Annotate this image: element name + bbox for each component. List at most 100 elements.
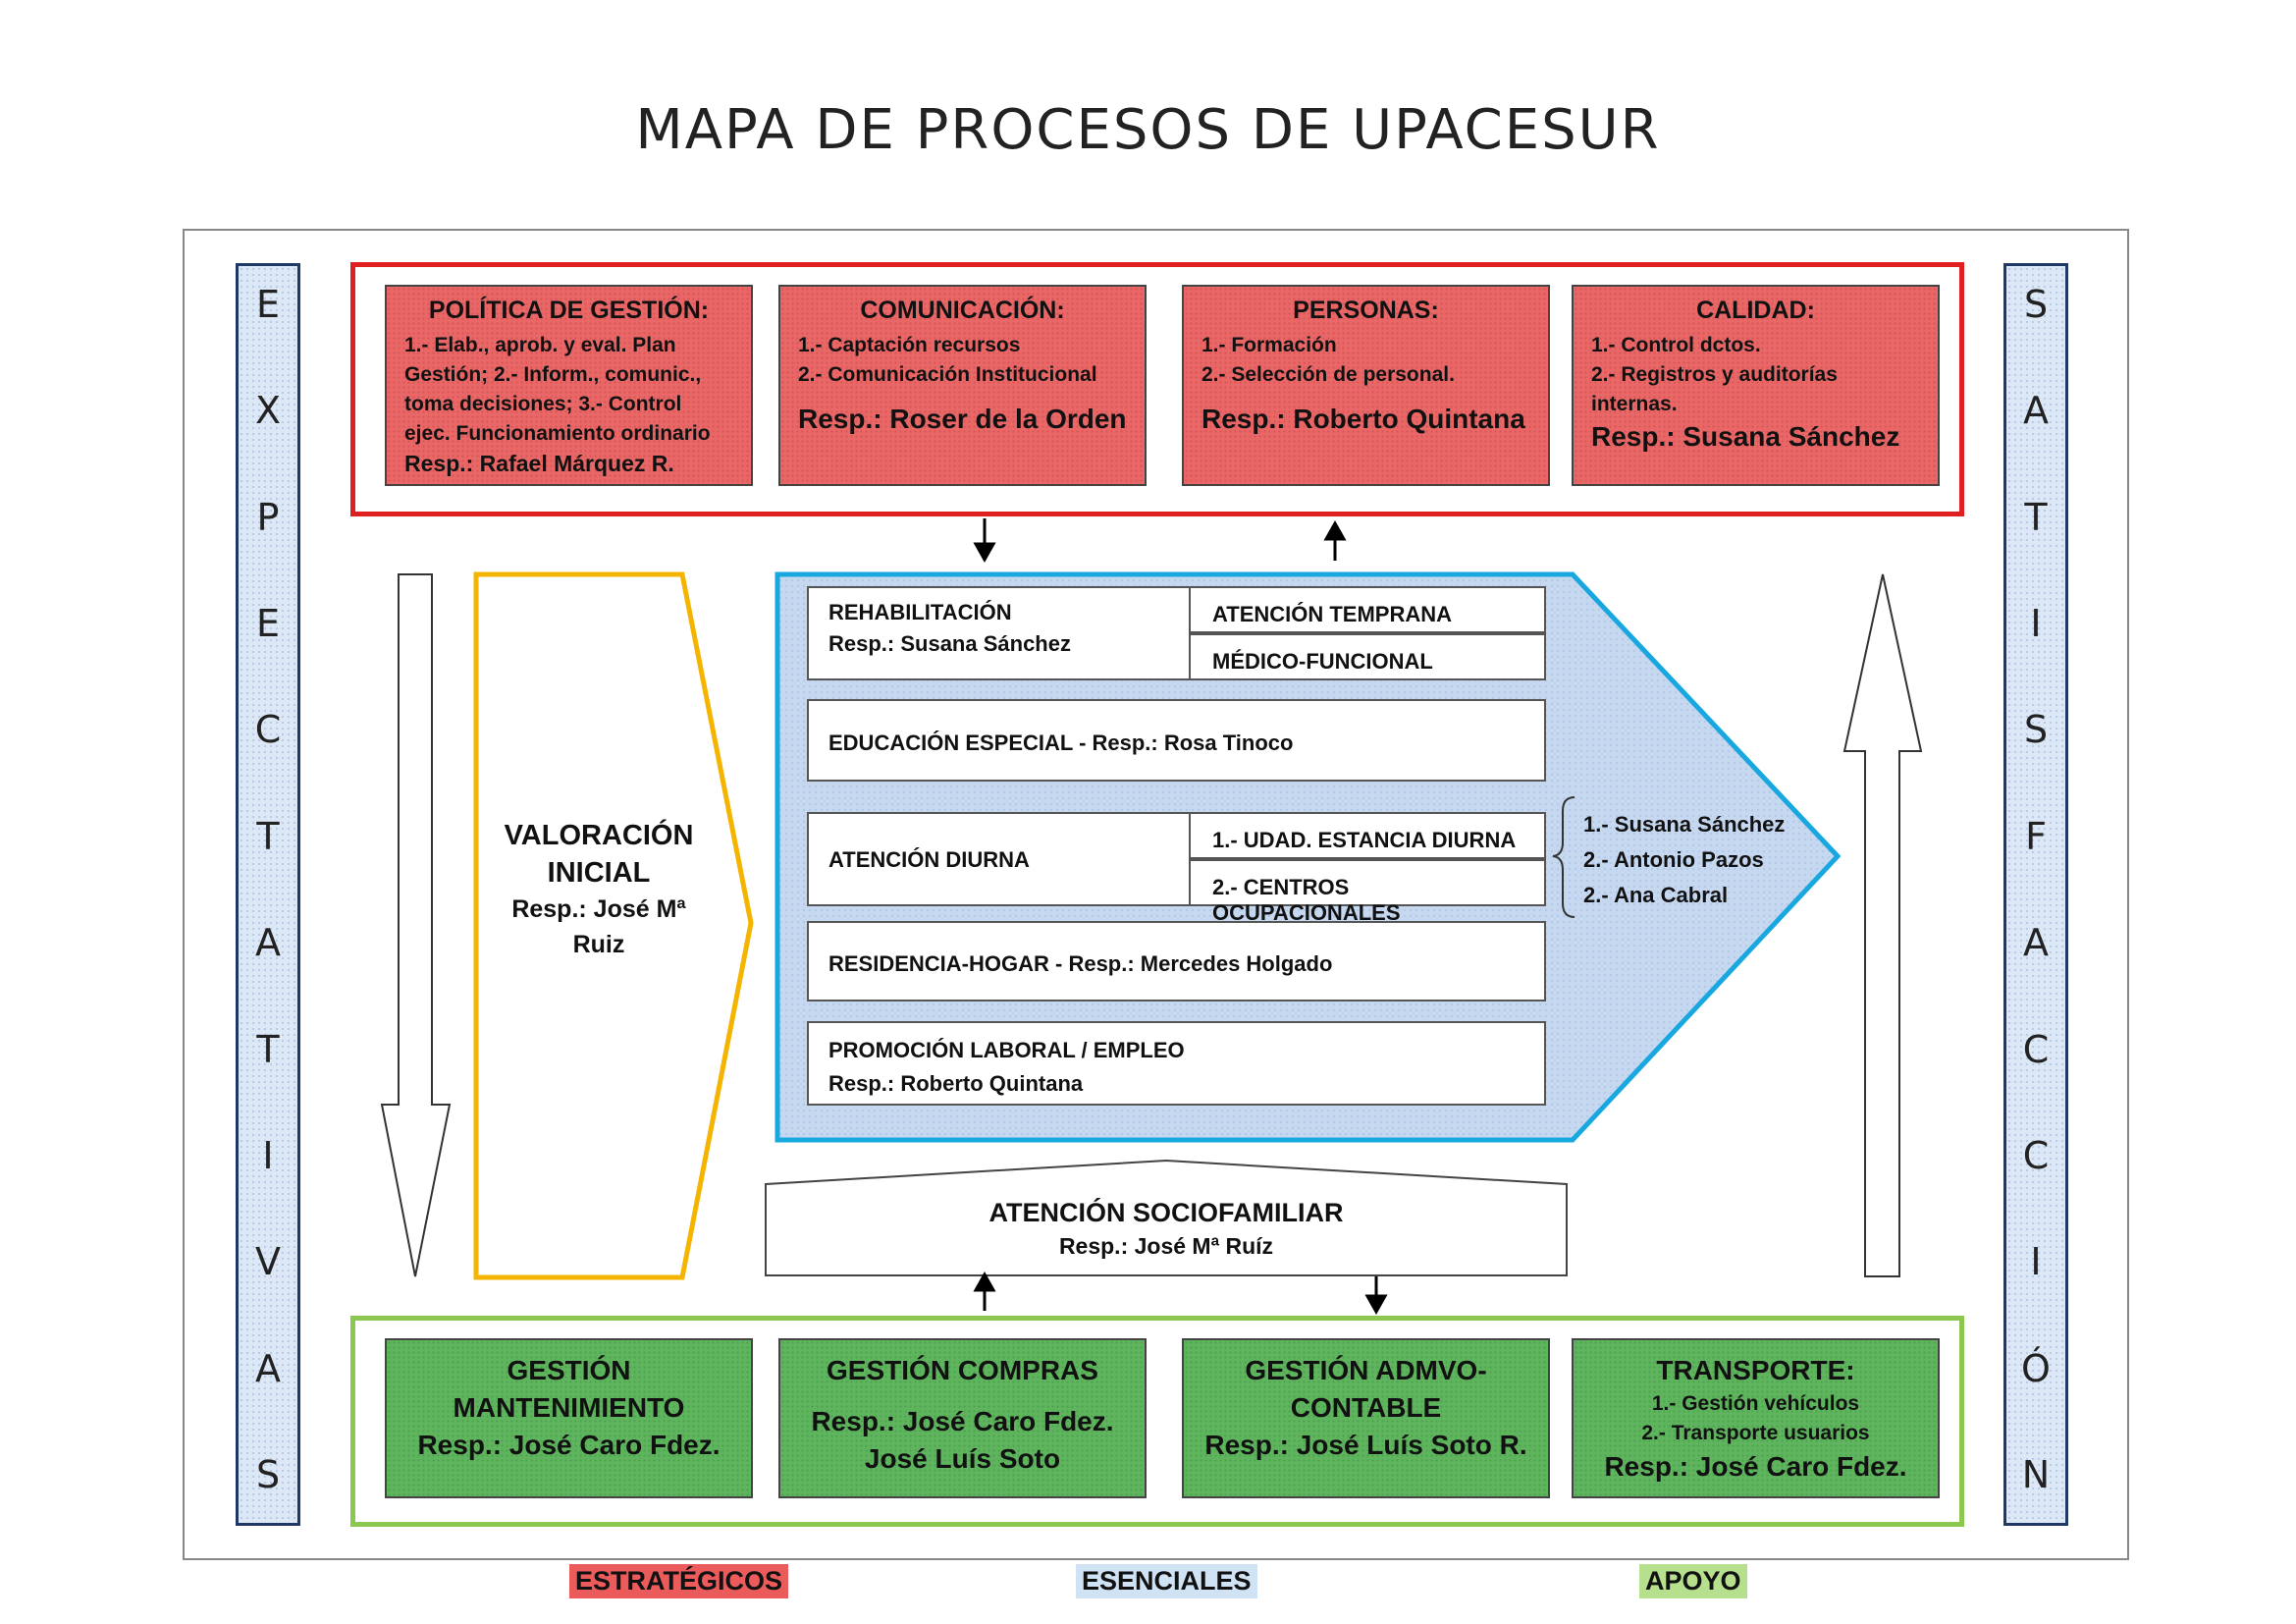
- up-arrow-right: [1842, 573, 1923, 1277]
- bar-letter: V: [255, 1240, 281, 1284]
- support-group: [350, 1316, 1964, 1527]
- card-politica-gestion: POLÍTICA DE GESTIÓN: 1.- Elab., aprob. y…: [385, 285, 753, 486]
- card-calidad: CALIDAD: 1.- Control dctos. 2.- Registro…: [1572, 285, 1940, 486]
- card-line: 2.- Transporte usuarios: [1641, 1422, 1870, 1444]
- card-personas: PERSONAS: 1.- Formación 2.- Selección de…: [1182, 285, 1550, 486]
- sociofamiliar-title: ATENCIÓN SOCIOFAMILIAR: [988, 1198, 1344, 1227]
- card-line: 1.- Captación recursos: [798, 334, 1021, 356]
- bar-letter: A: [255, 1346, 281, 1390]
- sociofamiliar-resp: Resp.: José Mª Ruíz: [1058, 1233, 1274, 1259]
- bar-letter: P: [256, 495, 280, 539]
- card-title: MANTENIMIENTO: [453, 1392, 685, 1423]
- rehab-resp: Resp.: Susana Sánchez: [828, 631, 1071, 656]
- legend-support: APOYO: [1639, 1564, 1747, 1598]
- sub-medico-funcional: MÉDICO-FUNCIONAL: [1189, 633, 1546, 680]
- bar-letter: A: [2023, 921, 2049, 965]
- connector-arrows: [973, 518, 1388, 1316]
- sub-atencion-temprana: ATENCIÓN TEMPRANA: [1189, 586, 1546, 633]
- valoracion-title: INICIAL: [547, 857, 651, 889]
- card-resp: José Luís Soto: [864, 1443, 1061, 1474]
- card-title: POLÍTICA DE GESTIÓN:: [428, 297, 710, 324]
- promocion-laboral-box: PROMOCIÓN LABORAL / EMPLEO Resp.: Robert…: [807, 1021, 1546, 1106]
- valoracion-resp: Resp.: José Mª: [511, 895, 686, 923]
- card-line: ejec. Funcionamiento ordinario: [404, 422, 711, 445]
- card-gestion-mantenimiento: GESTIÓN MANTENIMIENTO Resp.: José Caro F…: [385, 1338, 753, 1498]
- responsable-item: 1.- Susana Sánchez: [1583, 812, 1786, 837]
- card-resp: Resp.: Rafael Márquez R.: [404, 451, 674, 476]
- card-line: 2.- Registros y auditorías: [1591, 363, 1838, 386]
- card-title: GESTIÓN: [507, 1355, 631, 1385]
- card-resp: Resp.: José Caro Fdez.: [811, 1406, 1114, 1436]
- bar-letter: I: [2030, 1240, 2042, 1284]
- bar-letter: C: [2022, 1027, 2050, 1071]
- card-line: 1.- Gestión vehículos: [1651, 1392, 1860, 1415]
- expectativas-bar: E X P E C T A T I V A S: [236, 263, 300, 1526]
- bar-letter: S: [2023, 708, 2049, 752]
- bar-letter: A: [2023, 389, 2049, 433]
- card-line: 1.- Control dctos.: [1591, 334, 1761, 356]
- card-transporte: TRANSPORTE: 1.- Gestión vehículos 2.- Tr…: [1572, 1338, 1940, 1498]
- card-resp: Resp.: José Luís Soto R.: [1204, 1430, 1527, 1460]
- bar-letter: C: [2022, 1133, 2050, 1177]
- bar-letter: E: [255, 602, 280, 646]
- diurna-responsables: 1.- Susana Sánchez 2.- Antonio Pazos 2.-…: [1583, 807, 1785, 913]
- valoracion-resp: Ruiz: [572, 931, 625, 958]
- bar-letter: E: [255, 283, 280, 326]
- sociofamiliar-shape: [765, 1159, 1568, 1276]
- sociofamiliar-label: ATENCIÓN SOCIOFAMILIAR Resp.: José Mª Ru…: [766, 1195, 1567, 1262]
- card-title: GESTIÓN ADMVO-: [1245, 1355, 1487, 1385]
- residencia-hogar-box: RESIDENCIA-HOGAR - Resp.: Mercedes Holga…: [807, 921, 1546, 1001]
- diagram-frame: [183, 229, 2129, 1560]
- valoracion-title: VALORACIÓN: [504, 820, 694, 851]
- atencion-diurna-box: ATENCIÓN DIURNA 1.- UDAD. ESTANCIA DIURN…: [807, 812, 1546, 925]
- brace: [1552, 796, 1575, 918]
- promocion-title: PROMOCIÓN LABORAL / EMPLEO: [828, 1038, 1185, 1062]
- card-line: 1.- Formación: [1201, 334, 1337, 356]
- card-resp: Resp.: José Caro Fdez.: [1604, 1451, 1907, 1482]
- card-title: CONTABLE: [1290, 1392, 1442, 1423]
- bar-letter: C: [254, 708, 282, 752]
- bar-letter: S: [2023, 283, 2049, 326]
- card-title: TRANSPORTE:: [1656, 1355, 1855, 1385]
- strategic-group: [350, 262, 1964, 516]
- card-line: toma decisiones; 3.- Control: [404, 393, 682, 415]
- bar-letter: T: [256, 1027, 280, 1071]
- bar-letter: I: [262, 1133, 274, 1177]
- bar-letter: S: [255, 1452, 281, 1496]
- card-gestion-admvo: GESTIÓN ADMVO- CONTABLE Resp.: José Luís…: [1182, 1338, 1550, 1498]
- card-comunicacion: COMUNICACIÓN: 1.- Captación recursos 2.-…: [778, 285, 1147, 486]
- responsable-item: 2.- Antonio Pazos: [1583, 847, 1764, 872]
- diurna-title: ATENCIÓN DIURNA: [828, 847, 1030, 872]
- card-line: 1.- Elab., aprob. y eval. Plan: [404, 334, 676, 356]
- rehabilitacion-box: REHABILITACIÓN Resp.: Susana Sánchez ATE…: [807, 586, 1546, 680]
- bar-letter: X: [254, 389, 282, 433]
- bar-letter: F: [2025, 814, 2047, 858]
- card-title: GESTIÓN COMPRAS: [827, 1355, 1098, 1385]
- valoracion-chevron: [473, 571, 754, 1280]
- card-resp: Resp.: José Caro Fdez.: [417, 1430, 721, 1460]
- page-title: MAPA DE PROCESOS DE UPACESUR: [635, 98, 1661, 162]
- responsable-item: 2.- Ana Cabral: [1583, 883, 1729, 907]
- card-gestion-compras: GESTIÓN COMPRAS Resp.: José Caro Fdez. J…: [778, 1338, 1147, 1498]
- card-resp: Resp.: Roser de la Orden: [798, 404, 1127, 434]
- sub-estancia-diurna: 1.- UDAD. ESTANCIA DIURNA: [1189, 812, 1546, 859]
- legend-strategic: ESTRATÉGICOS: [569, 1564, 789, 1598]
- bar-letter: A: [255, 921, 281, 965]
- bar-letter: N: [2021, 1452, 2051, 1496]
- card-line: Gestión; 2.- Inform., comunic.,: [404, 363, 702, 386]
- bar-letter: Ó: [2021, 1346, 2051, 1390]
- card-resp: Resp.: Susana Sánchez: [1591, 421, 1900, 452]
- down-arrow-left: [380, 573, 452, 1277]
- bar-letter: T: [2024, 495, 2048, 539]
- card-line: 2.- Selección de personal.: [1201, 363, 1455, 386]
- valoracion-label: VALORACIÓN INICIAL Resp.: José Mª Ruiz: [481, 817, 717, 962]
- card-title: CALIDAD:: [1696, 297, 1815, 324]
- promocion-resp: Resp.: Roberto Quintana: [828, 1071, 1084, 1096]
- card-line: 2.- Comunicación Institucional: [798, 363, 1097, 386]
- bar-letter: T: [256, 814, 280, 858]
- rehab-title: REHABILITACIÓN: [828, 600, 1012, 624]
- card-line: internas.: [1591, 393, 1678, 415]
- legend-essential: ESENCIALES: [1076, 1564, 1257, 1598]
- educacion-especial-box: EDUCACIÓN ESPECIAL - Resp.: Rosa Tinoco: [807, 699, 1546, 782]
